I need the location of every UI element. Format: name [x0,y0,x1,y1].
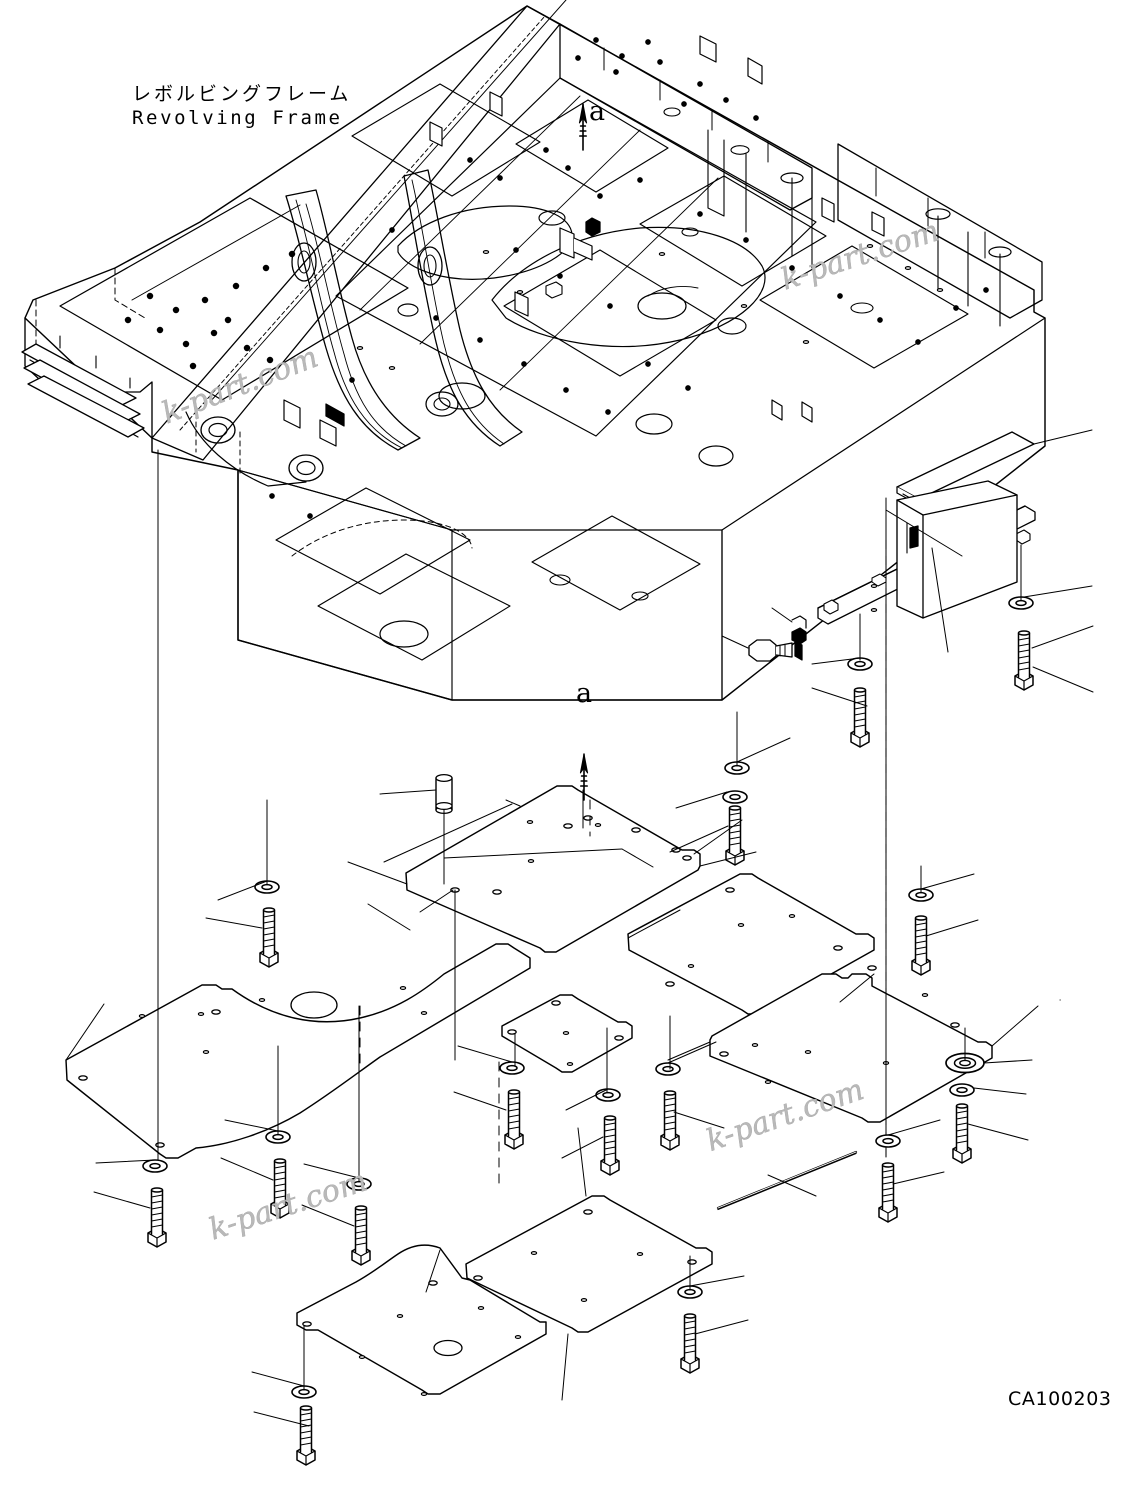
callout-arrows [578,103,589,801]
under-cover-plates-graphic [65,773,993,1397]
assembly-title-jp: レボルビングフレーム [132,83,352,105]
revolving-frame-graphic [21,0,1046,701]
assembly-title-en: Revolving Frame [132,107,343,129]
callout-a-top: a [589,96,606,127]
callout-a-lower: a [576,678,593,709]
leader-lines [65,429,1094,1427]
drawing-number: CA100203 [1008,1388,1112,1410]
